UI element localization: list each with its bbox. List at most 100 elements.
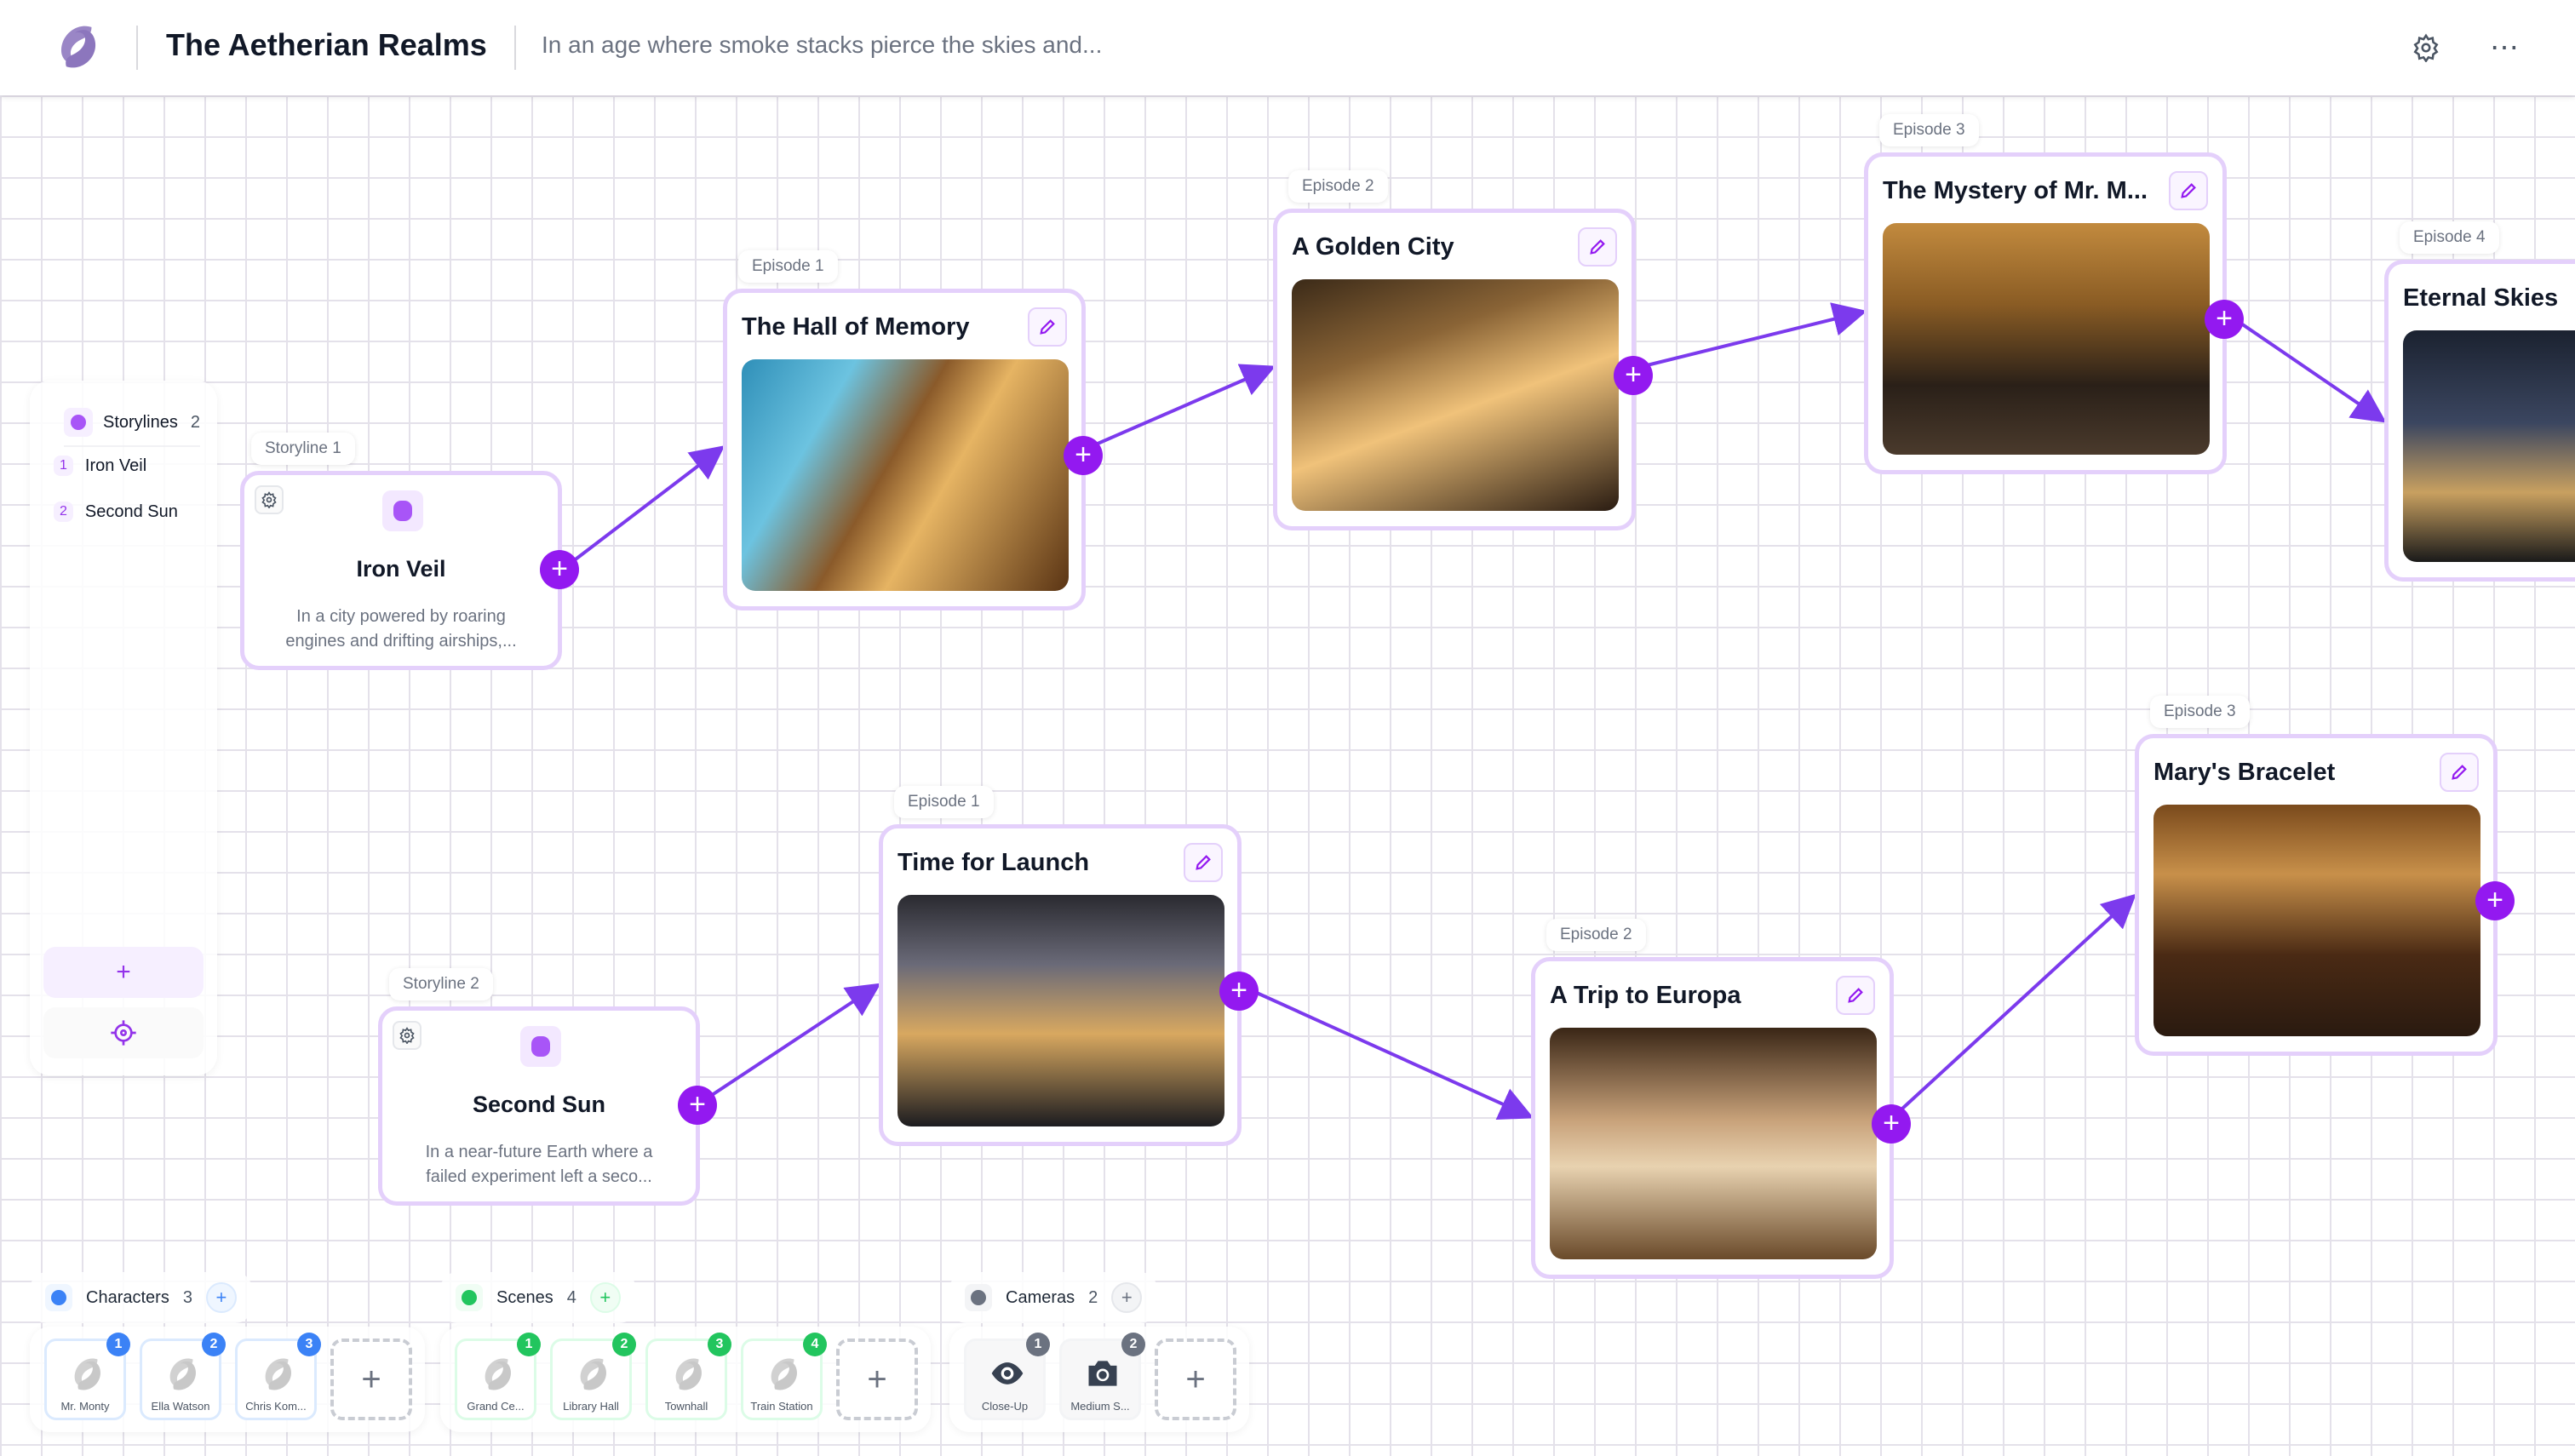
- pencil-icon: [1040, 319, 1055, 335]
- scenes-count: 4: [566, 1287, 576, 1307]
- storyline-settings-button[interactable]: [255, 485, 284, 514]
- locate-button[interactable]: [43, 1007, 204, 1058]
- storyline-list-item[interactable]: 2 Second Sun: [54, 502, 178, 522]
- pencil-icon: [1196, 855, 1211, 870]
- episode-title: A Golden City: [1292, 233, 1454, 261]
- add-next-episode-button[interactable]: +: [2205, 300, 2244, 339]
- edit-episode-button[interactable]: [1184, 843, 1223, 882]
- scenes-number-badge: 1: [517, 1333, 541, 1356]
- episode-image[interactable]: [2403, 330, 2575, 562]
- episode-card[interactable]: The Mystery of Mr. M...: [1864, 152, 2227, 474]
- episode-tag: Episode 1: [894, 786, 994, 818]
- add-next-episode-button[interactable]: +: [2475, 881, 2515, 920]
- spiral-placeholder-icon: [476, 1353, 519, 1396]
- add-scenes-button[interactable]: +: [589, 1282, 621, 1313]
- settings-button[interactable]: [2404, 26, 2448, 70]
- episode-tag: Episode 4: [2400, 221, 2499, 254]
- add-characters-tile[interactable]: +: [330, 1338, 412, 1420]
- storyline-color-badge: [520, 1026, 561, 1067]
- more-options-button[interactable]: ⋯: [2482, 26, 2526, 70]
- add-cameras-tile[interactable]: +: [1155, 1338, 1236, 1420]
- add-episode-button[interactable]: +: [540, 550, 579, 589]
- episode-image[interactable]: [1883, 223, 2210, 455]
- gear-icon: [261, 491, 277, 508]
- characters-label: Characters: [86, 1287, 169, 1307]
- storyline-card[interactable]: Iron Veil In a city powered by roaring en…: [240, 471, 562, 670]
- edit-episode-button[interactable]: [1578, 227, 1617, 267]
- episode-tag: Episode 2: [1546, 919, 1646, 951]
- gear-icon: [2413, 33, 2439, 62]
- episode-card[interactable]: Mary's Bracelet: [2135, 734, 2498, 1056]
- add-cameras-button[interactable]: +: [1111, 1282, 1143, 1313]
- edit-episode-button[interactable]: [1028, 307, 1067, 347]
- episode-tag: Episode 2: [1288, 170, 1388, 203]
- episode-card[interactable]: The Hall of Memory: [723, 289, 1086, 610]
- storyline-description: In a city powered by roaring engines and…: [285, 607, 517, 651]
- characters-color-dot: [51, 1290, 66, 1305]
- storyline-tag: Storyline 2: [389, 968, 493, 1000]
- edit-episode-button[interactable]: [1836, 976, 1875, 1015]
- app-logo-icon: [61, 26, 96, 68]
- spiral-placeholder-icon: [571, 1353, 614, 1396]
- episode-image[interactable]: [898, 895, 1224, 1126]
- characters-number-badge: 2: [202, 1333, 226, 1356]
- episode-card[interactable]: A Golden City: [1273, 209, 1636, 530]
- add-scenes-tile[interactable]: +: [836, 1338, 918, 1420]
- edit-episode-button[interactable]: [2440, 753, 2479, 792]
- add-characters-button[interactable]: +: [205, 1282, 237, 1313]
- storylines-header: Storylines 2: [64, 399, 200, 447]
- storyline-tag: Storyline 1: [251, 433, 355, 465]
- episode-image[interactable]: [1550, 1028, 1877, 1259]
- storylines-dot-wrap: [64, 408, 93, 437]
- pencil-icon: [2181, 183, 2196, 198]
- add-next-episode-button[interactable]: +: [1614, 356, 1653, 395]
- episode-connection-arrow: [560, 445, 725, 571]
- scenes-number-badge: 2: [612, 1333, 636, 1356]
- characters-number-badge: 3: [297, 1333, 321, 1356]
- camera-icon: [1084, 1355, 1127, 1397]
- storyline-title: Iron Veil: [356, 556, 446, 582]
- storyline-settings-button[interactable]: [393, 1021, 422, 1050]
- project-title[interactable]: The Aetherian Realms: [166, 27, 487, 62]
- add-next-episode-button[interactable]: +: [1219, 972, 1259, 1011]
- add-next-episode-button[interactable]: +: [1872, 1104, 1911, 1144]
- storyline-color-dot: [531, 1036, 550, 1057]
- episode-connection-arrow: [695, 983, 881, 1107]
- spiral-placeholder-icon: [161, 1353, 204, 1396]
- episode-image[interactable]: [742, 359, 1069, 591]
- project-logline[interactable]: In an age where smoke stacks pierce the …: [542, 32, 1103, 58]
- episode-image[interactable]: [1292, 279, 1619, 511]
- pencil-icon: [2452, 765, 2467, 780]
- storyline-list-item[interactable]: 1 Iron Veil: [54, 456, 146, 476]
- episode-image[interactable]: [2153, 805, 2480, 1036]
- episode-tag: Episode 3: [2150, 696, 2250, 728]
- add-next-episode-button[interactable]: +: [1064, 436, 1103, 475]
- scenes-number-badge: 4: [803, 1333, 827, 1356]
- item-number: 2: [54, 502, 73, 522]
- episode-card[interactable]: Eternal Skies: [2384, 260, 2575, 582]
- cameras-label: Cameras: [1006, 1287, 1075, 1307]
- cameras-dot-wrap: [965, 1284, 992, 1311]
- edit-episode-button[interactable]: [2169, 171, 2208, 210]
- top-bar: The Aetherian Realms In an age where smo…: [0, 0, 2575, 95]
- episode-card[interactable]: Time for Launch: [879, 824, 1242, 1146]
- episode-card[interactable]: A Trip to Europa: [1531, 957, 1894, 1279]
- cameras-color-dot: [971, 1290, 986, 1305]
- pencil-icon: [1590, 239, 1605, 255]
- spiral-placeholder-icon: [762, 1353, 805, 1396]
- add-storyline-button[interactable]: +: [43, 947, 204, 998]
- add-episode-button[interactable]: +: [678, 1086, 717, 1125]
- episode-title: The Hall of Memory: [742, 313, 970, 341]
